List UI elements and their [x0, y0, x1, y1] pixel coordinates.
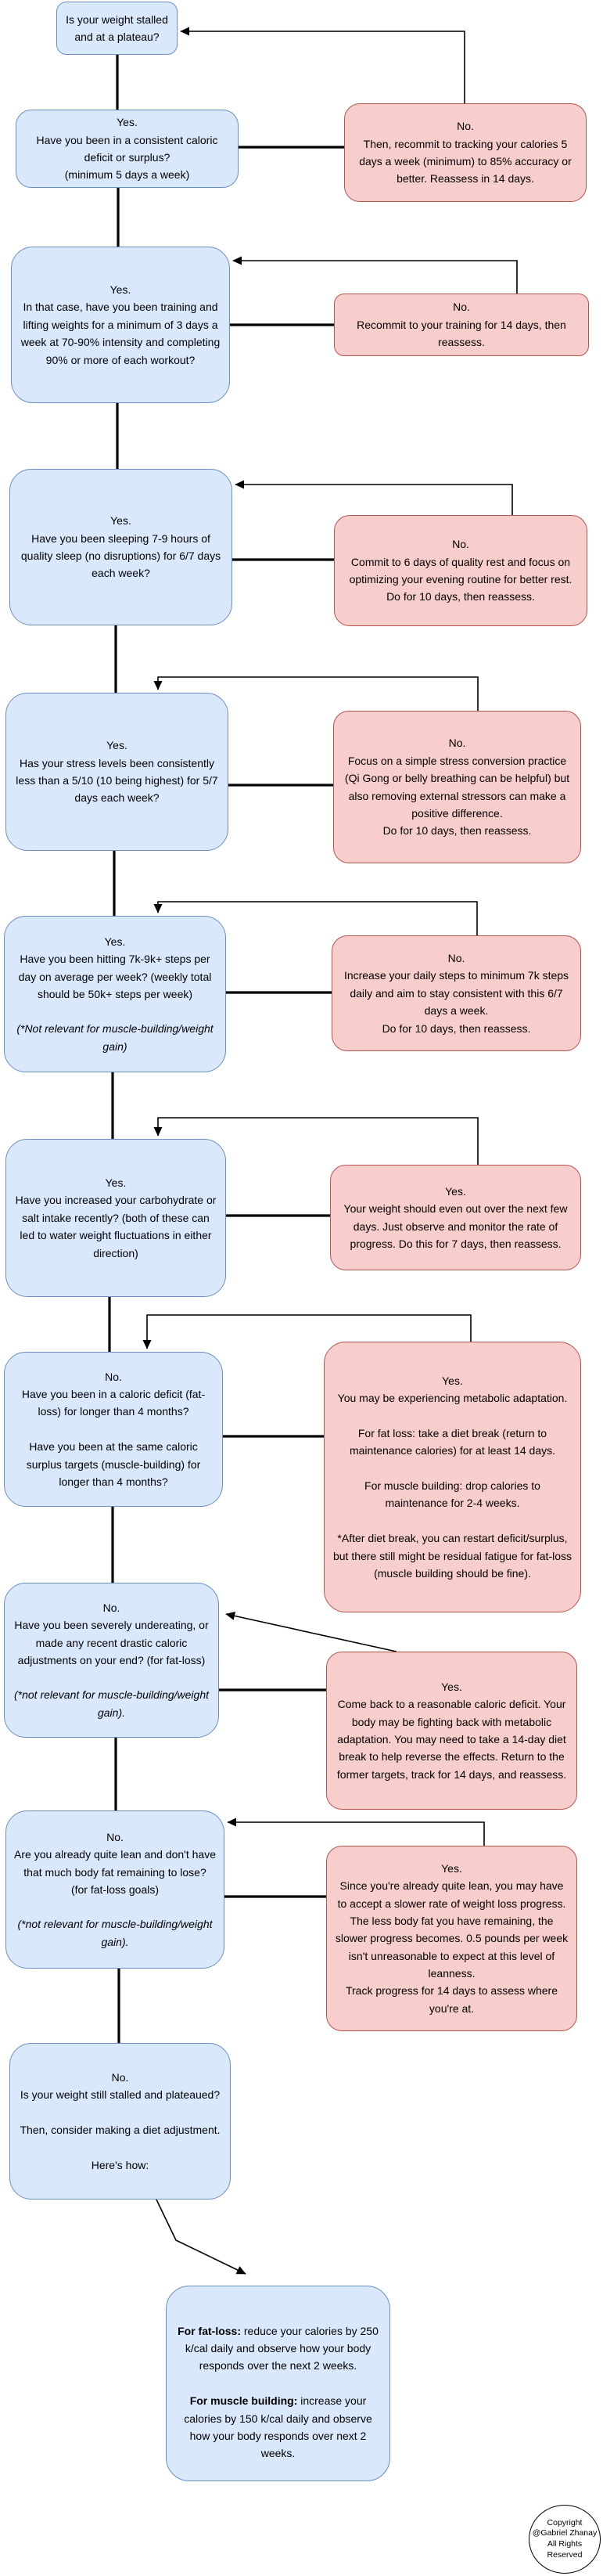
node-q1-text: Is your weight stalled and at a plateau?: [66, 13, 168, 43]
node-q11-still-stalled: No. Is your weight still stalled and pla…: [9, 2043, 231, 2200]
node-a9-text: Yes. Come back to a reasonable caloric d…: [336, 1680, 567, 1781]
node-q7-carb-salt-intake: Yes. Have you increased your carbohydrat…: [5, 1139, 226, 1297]
copyright-text: Copyright @Gabriel Zhanay All Rights Res…: [532, 2517, 598, 2560]
node-q9-text: No. Have you been severely undereating, …: [14, 1601, 209, 1666]
final-fatloss-text: reduce your calories by 250 k/cal daily …: [185, 2324, 379, 2372]
node-a9-reasonable-deficit: Yes. Come back to a reasonable caloric d…: [326, 1652, 577, 1810]
node-q6-text: Yes. Have you been hitting 7k-9k+ steps …: [18, 935, 212, 1000]
node-a3-recommit-training: No. Recommit to your training for 14 day…: [334, 294, 589, 356]
node-q11-text: No. Is your weight still stalled and pla…: [20, 2070, 221, 2171]
node-q5-text: Yes. Has your stress levels been consist…: [16, 739, 218, 805]
copyright-badge: Copyright @Gabriel Zhanay All Rights Res…: [529, 2505, 601, 2574]
node-final-diet-adjustment: For fat-loss: reduce your calories by 25…: [166, 2286, 390, 2481]
node-q1-weight-stalled: Is your weight stalled and at a plateau?: [56, 2, 178, 55]
return-arrow-n17-n16: [225, 1611, 397, 1652]
node-q9-note: (*not relevant for muscle-building/weigh…: [13, 1688, 209, 1719]
node-q10-note: (*not relevant for muscle-building/weigh…: [17, 1918, 213, 1948]
node-q10-text: No. Are you already quite lean and don't…: [14, 1830, 216, 1896]
node-a2-text: No. Then, recommit to tracking your calo…: [359, 120, 572, 186]
return-arrow-n7-n6: [235, 480, 513, 515]
node-q8-text: No. Have you been in a caloric deficit (…: [21, 1370, 206, 1488]
node-a7-text: Yes. Your weight should even out over th…: [343, 1184, 568, 1250]
node-a5-stress-practice: No. Focus on a simple stress conversion …: [333, 711, 581, 863]
node-q9-undereating: No. Have you been severely undereating, …: [4, 1583, 219, 1738]
node-a4-improve-rest: No. Commit to 6 days of quality rest and…: [334, 515, 587, 626]
final-fatloss-label: For fat-loss:: [178, 2324, 241, 2337]
node-q4-sleep-quality: Yes. Have you been sleeping 7-9 hours of…: [9, 469, 232, 625]
node-q3-text: Yes. In that case, have you been trainin…: [20, 283, 221, 366]
final-muscle-text: increase your calories by 150 k/cal dail…: [184, 2394, 372, 2460]
node-q6-daily-steps: Yes. Have you been hitting 7k-9k+ steps …: [4, 916, 226, 1072]
node-a6-increase-steps: No. Increase your daily steps to minimum…: [332, 935, 581, 1051]
return-arrow-n19-n18: [227, 1818, 485, 1846]
flow-arrow-n20-n21: [156, 2199, 246, 2275]
node-a4-text: No. Commit to 6 days of quality rest and…: [349, 538, 572, 603]
node-q10-already-lean: No. Are you already quite lean and don't…: [5, 1810, 224, 1969]
node-q4-text: Yes. Have you been sleeping 7-9 hours of…: [20, 514, 221, 580]
final-muscle-label: For muscle building:: [189, 2394, 298, 2408]
node-a10-text: Yes. Since you're already quite lean, yo…: [335, 1861, 569, 2015]
node-a8-metabolic-adaptation: Yes. You may be experiencing metabolic a…: [324, 1342, 581, 1612]
node-q7-text: Yes. Have you increased your carbohydrat…: [15, 1176, 217, 1259]
node-a2-recommit-tracking: No. Then, recommit to tracking your calo…: [344, 103, 587, 202]
node-q5-stress-levels: Yes. Has your stress levels been consist…: [5, 693, 228, 851]
node-a6-text: No. Increase your daily steps to minimum…: [343, 952, 569, 1035]
node-q3-training-consistency: Yes. In that case, have you been trainin…: [11, 247, 230, 403]
return-arrow-n3-n1: [180, 27, 465, 103]
node-q2-text: Yes. Have you been in a consistent calor…: [36, 116, 218, 182]
node-q2-caloric-deficit-consistency: Yes. Have you been in a consistent calor…: [16, 110, 239, 188]
node-q6-note: (*Not relevant for muscle-building/weigh…: [16, 1022, 214, 1053]
node-a10-slower-progress: Yes. Since you're already quite lean, yo…: [326, 1846, 577, 2031]
node-a3-text: No. Recommit to your training for 14 day…: [357, 301, 566, 349]
node-a7-weight-even-out: Yes. Your weight should even out over th…: [330, 1165, 581, 1270]
node-q8-deficit-duration: No. Have you been in a caloric deficit (…: [4, 1352, 223, 1507]
return-arrow-n5-n4: [232, 256, 518, 294]
node-a8-text: Yes. You may be experiencing metabolic a…: [332, 1374, 572, 1580]
node-a5-text: No. Focus on a simple stress conversion …: [344, 737, 570, 838]
